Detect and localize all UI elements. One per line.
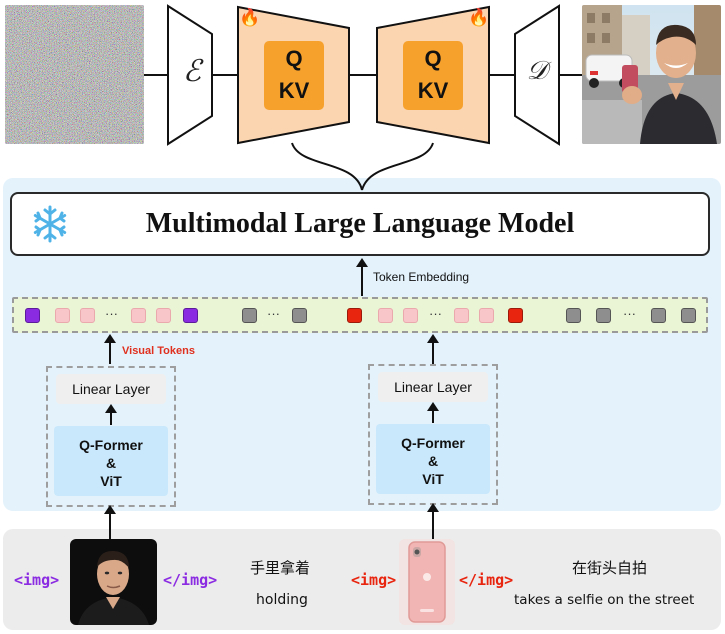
adapter-left-kv: KV (278, 78, 310, 103)
visual-token (403, 308, 418, 323)
visual-encoder-right: Linear Layer Q-Former & ViT (368, 364, 498, 505)
adapter-to-mllm-curve (361, 142, 434, 191)
ellipsis: ··· (623, 306, 636, 321)
qformer-amp: & (105, 455, 117, 471)
encoder-inner-arrow (427, 402, 439, 423)
qkv-box-right (403, 41, 463, 110)
output-selfie-image (582, 5, 721, 144)
encoder-block (167, 4, 213, 146)
qformer-label: Q-Former (401, 435, 465, 451)
decoder-block (514, 4, 560, 146)
visual-token (55, 308, 70, 323)
snowflake-icon (33, 205, 67, 243)
img-open-tag-1: <img> (14, 571, 60, 589)
adapter-to-mllm-curve (291, 142, 363, 191)
decoder-symbol: 𝒟 (526, 56, 548, 86)
visual-token (131, 308, 146, 323)
linear-layer: Linear Layer (56, 374, 166, 404)
token-sequence: ··· ··· ··· ··· (12, 297, 708, 333)
img-close-tag-2: </img> (459, 571, 514, 589)
text-token (292, 308, 307, 323)
prompt-text-2-cn: 在街头自拍 (572, 559, 648, 577)
encoder-inner-arrow (105, 404, 117, 425)
mllm-box: Multimodal Large Language Model (10, 192, 710, 256)
visual-token (183, 308, 198, 323)
qformer-vit: Q-Former & ViT (54, 426, 168, 496)
visual-token (25, 308, 40, 323)
visual-token (454, 308, 469, 323)
img-close-tag-1: </img> (163, 571, 218, 589)
ellipsis: ··· (267, 306, 280, 321)
text-token (651, 308, 666, 323)
linear-layer: Linear Layer (378, 372, 488, 402)
visual-encoder-left: Linear Layer Q-Former & ViT (46, 366, 176, 507)
visual-token (508, 308, 523, 323)
vit-label: ViT (100, 473, 122, 489)
pink-phone-image (399, 539, 455, 625)
prompt-text-2-en: takes a selfie on the street (514, 592, 695, 608)
prompt-text-1-cn: 手里拿着 (250, 559, 311, 577)
text-token (596, 308, 611, 323)
visual-token (479, 308, 494, 323)
fire-icon: 🔥 (239, 8, 261, 27)
image-to-encoder-arrow-left (104, 505, 116, 540)
vit-label: ViT (422, 471, 444, 487)
adapter-right-q: Q (424, 46, 442, 71)
qformer-label: Q-Former (79, 437, 143, 453)
noise-image (5, 5, 144, 144)
encoder-symbol: ℰ (182, 54, 202, 89)
visual-token (347, 308, 362, 323)
visual-tokens-arrow-right (427, 334, 439, 364)
text-token (242, 308, 257, 323)
qkv-box-left (264, 41, 324, 110)
prompt-text-1-en: holding (256, 592, 308, 608)
text-token (566, 308, 581, 323)
mllm-title: Multimodal Large Language Model (145, 208, 575, 239)
visual-token (156, 308, 171, 323)
visual-token (378, 308, 393, 323)
ellipsis: ··· (105, 306, 118, 321)
adapter-right-kv: KV (417, 78, 449, 103)
token-embedding-label: Token Embedding (373, 270, 470, 284)
token-embedding-arrow (356, 258, 368, 296)
text-token (681, 308, 696, 323)
visual-tokens-arrow-left (104, 334, 116, 364)
img-open-tag-2: <img> (351, 571, 397, 589)
person-portrait-image (70, 539, 157, 625)
visual-tokens-label: Visual Tokens (122, 345, 195, 357)
qformer-amp: & (427, 453, 439, 469)
ellipsis: ··· (429, 306, 442, 321)
generation-pipeline (144, 4, 582, 191)
adapter-left-q: Q (285, 46, 303, 71)
visual-token (80, 308, 95, 323)
image-to-encoder-arrow-right (427, 503, 439, 540)
fire-icon: 🔥 (468, 8, 490, 27)
qformer-vit: Q-Former & ViT (376, 424, 490, 494)
